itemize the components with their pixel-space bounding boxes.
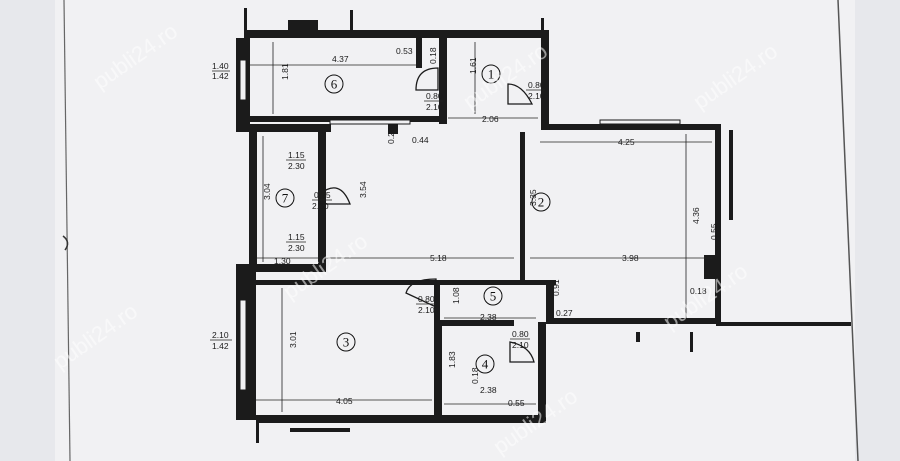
dim-label: 0.75 [314,190,331,200]
dim-label: 2.38 [480,385,497,395]
dim-label: 0.80 [418,294,435,304]
door-room1 [507,83,534,105]
dim-label: 1.40 [212,61,229,71]
door-room6 [415,67,439,91]
dim-label: 3.35 [528,189,538,206]
dim-label: 2.10 [426,102,443,112]
dim-label: 0.55 [508,398,525,408]
dim-label: 1.42 [212,71,229,81]
dim-label: 2.30 [288,243,305,253]
dim-label: 1.42 [212,341,229,351]
paper-sheet [55,0,855,461]
room-number: 7 [282,191,289,206]
dim-label: 2.10 [212,330,229,340]
dim-label: 2.30 [288,161,305,171]
room-number-circle [475,354,495,374]
dim-label: 0.53 [396,46,413,56]
dim-label: 3.04 [262,183,272,200]
dim-label: 1.15 [288,232,305,242]
room-number: 3 [343,335,350,350]
dim-label: 1.30 [274,256,291,266]
room-number: 5 [490,289,497,304]
dim-label: 0.91 [551,279,561,296]
dim-label: 1.83 [447,351,457,368]
dim-label: 4.05 [336,396,353,406]
dim-label: 1.15 [288,150,305,160]
room-number-circle [481,64,501,84]
sheet-mark [62,235,69,251]
dim-label: 5.18 [430,253,447,263]
sheet-border-left [63,0,71,461]
room-number-circle [275,188,295,208]
dim-label: 0.18 [428,47,438,64]
dim-label: 2.06 [482,114,499,124]
room-number-circle [531,192,551,212]
room-number: 1 [488,67,495,82]
windows [239,59,681,391]
dim-label: 2.10 [528,91,545,101]
dim-label: 0.26 [386,127,396,144]
dim-label: 2.30 [312,201,329,211]
dim-label: 1.61 [468,57,478,74]
dim-label: 0.18 [690,286,707,296]
door-room5 [405,278,437,309]
dim-label: 4.25 [618,137,635,147]
dim-label: 1.08 [451,287,461,304]
room-number: 6 [331,77,338,92]
dimension-lines [250,42,712,412]
dim-label: 4.36 [691,207,701,224]
dim-label: 0.44 [412,135,429,145]
room-number: 2 [538,195,545,210]
room-number-circle [336,332,356,352]
dimension-labels: 1.40 1.42 4.37 1.81 0.53 0.18 0.80 2.10 … [210,46,719,408]
dim-label: 1.81 [280,63,290,80]
dim-label: 2.10 [512,340,529,350]
door-room7 [319,187,351,205]
sheet-border-right [837,0,859,461]
dim-label: 4.37 [332,54,349,64]
dim-label: 3.01 [288,331,298,348]
dim-label: 3.98 [622,253,639,263]
dim-label: 0.80 [426,91,443,101]
door-swings [319,67,535,363]
room-numbers: 1 2 3 4 5 6 7 [275,64,551,374]
dim-label: 0.18 [470,367,480,384]
dim-label: 2.38 [480,312,497,322]
room-number: 4 [482,357,489,372]
dim-label: 0.80 [528,80,545,90]
dim-label: 0.80 [512,329,529,339]
room-number-circle [324,74,344,94]
dim-label: 3.54 [358,181,368,198]
dim-label: 2.10 [418,305,435,315]
dim-label: 0.27 [556,308,573,318]
room-number-circle [483,286,503,306]
dim-label: 0.55 [709,223,719,240]
door-room4 [509,341,535,363]
